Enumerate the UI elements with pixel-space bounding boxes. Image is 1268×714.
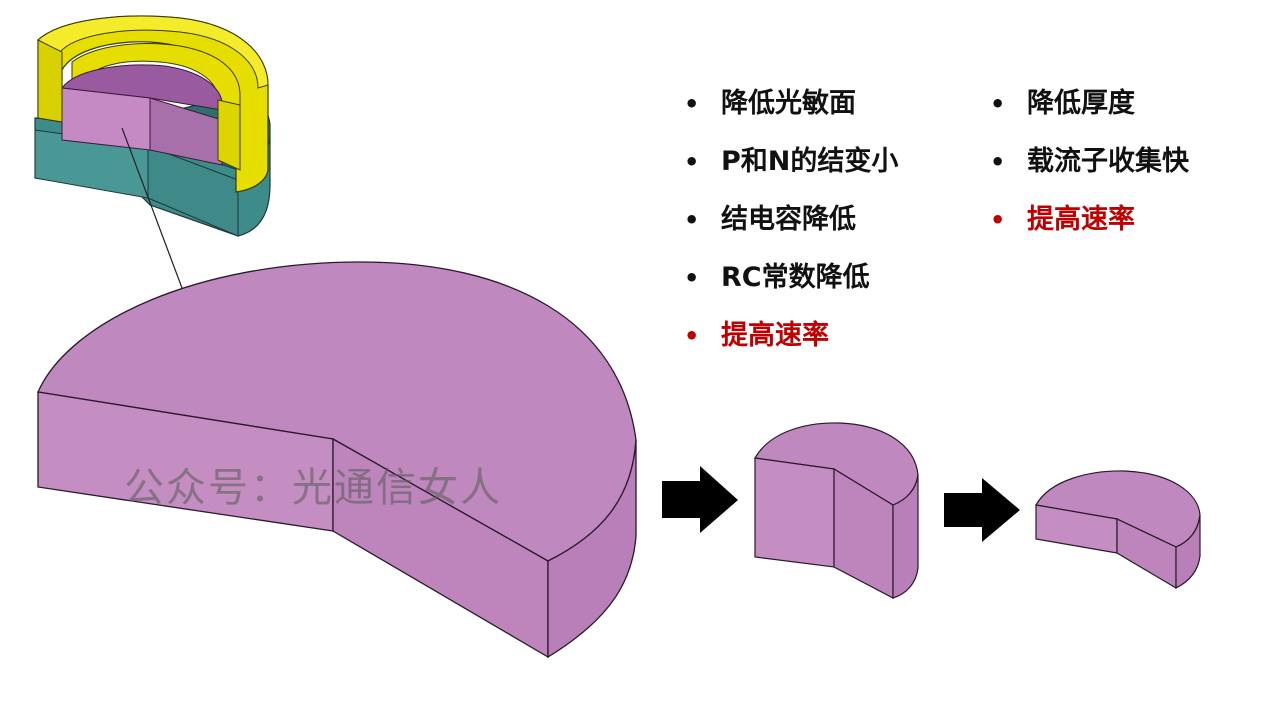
bullet-list-thickness-reduction: • 降低厚度 • 载流子收集快 • 提高速率	[990, 86, 1189, 260]
thin-disk-side	[1175, 514, 1201, 589]
medium-disk-front-left	[754, 457, 835, 568]
bullet-dot: •	[684, 206, 700, 234]
watermark-text: 公众号：光通信女人	[124, 465, 502, 511]
bullet-dot: •	[990, 206, 1006, 234]
bullet-item: • 降低光敏面	[684, 86, 898, 144]
bullet-item-highlight: • 提高速率	[684, 318, 898, 376]
thin-disk	[1035, 470, 1201, 590]
arrow-right-2	[944, 478, 1020, 542]
bullet-dot: •	[684, 264, 700, 292]
bullet-item: • 结电容降低	[684, 202, 898, 260]
bullet-text: 降低光敏面	[721, 88, 856, 119]
bullet-item: • P和N的结变小	[684, 144, 898, 202]
bullet-item: • 降低厚度	[990, 86, 1189, 144]
bullet-text: 载流子收集快	[1027, 146, 1189, 177]
bullet-dot: •	[684, 148, 700, 176]
medium-disk-side	[892, 474, 919, 599]
large-disk	[37, 261, 637, 659]
active-region-front-left	[61, 87, 151, 151]
bullet-text: 结电容降低	[721, 204, 856, 235]
bullet-item: • RC常数降低	[684, 260, 898, 318]
substrate-front-right	[147, 145, 239, 237]
bullet-text: 提高速率	[721, 320, 829, 351]
bullet-item: • 载流子收集快	[990, 144, 1189, 202]
inner-electrode-wall	[217, 99, 241, 171]
outer-electrode-top	[37, 15, 269, 89]
bullet-item-highlight: • 提高速率	[990, 202, 1189, 260]
bullet-dot: •	[684, 90, 700, 118]
outer-electrode-wall	[37, 39, 63, 123]
bullet-text: 降低厚度	[1027, 88, 1135, 119]
bullet-text: 提高速率	[1027, 204, 1135, 235]
active-region-front-right	[149, 97, 223, 166]
photodiode-inset	[34, 15, 271, 237]
bullet-text: P和N的结变小	[721, 146, 899, 177]
bullet-text: RC常数降低	[721, 262, 870, 293]
bullet-dot: •	[684, 322, 700, 350]
arrow-right-1	[662, 466, 738, 533]
bullet-dot: •	[990, 90, 1006, 118]
bullet-dot: •	[990, 148, 1006, 176]
medium-disk	[754, 422, 919, 599]
bullet-list-area-reduction: • 降低光敏面 • P和N的结变小 • 结电容降低 • RC常数降低 • 提高速率	[684, 86, 898, 376]
large-disk-side	[547, 439, 637, 659]
